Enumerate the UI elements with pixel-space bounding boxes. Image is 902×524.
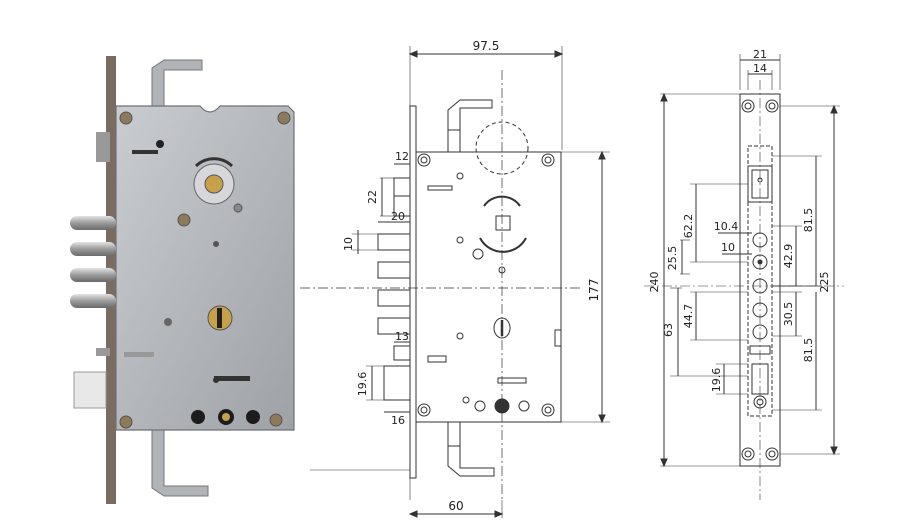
dim-16: 16 — [391, 414, 405, 427]
dim-13: 13 — [395, 330, 409, 343]
dim-240: 240 — [648, 272, 661, 293]
dim-20: 20 — [391, 210, 405, 223]
dim-81-5-top: 81.5 — [802, 208, 815, 233]
photo-slot — [214, 376, 250, 381]
photo-bolt — [70, 242, 116, 256]
dim-backset-60: 60 — [448, 499, 463, 513]
dim-30-5: 30.5 — [782, 302, 795, 327]
photo-dot — [156, 140, 164, 148]
dim-42-9: 42.9 — [782, 244, 795, 269]
dim-225: 225 — [818, 272, 831, 293]
photo-bolt — [70, 294, 116, 308]
photo-dot — [164, 318, 172, 326]
dim-21: 21 — [753, 48, 767, 61]
dim-19-6-side: 19.6 — [710, 368, 723, 393]
photo-screw — [119, 111, 133, 125]
photo-screw — [277, 111, 291, 125]
photo-hole-core — [222, 413, 230, 421]
dim-10-4: 10.4 — [714, 220, 739, 233]
dim-width-top: 97.5 — [473, 39, 500, 53]
photo-screw — [119, 415, 133, 429]
side-view-drawing: 21 14 62.2 10.4 10 25.5 44.7 63 1 — [644, 48, 844, 500]
dim-25-5: 25.5 — [666, 246, 679, 271]
photo-arc — [194, 157, 234, 168]
photo-slot — [132, 150, 158, 154]
dim-19-6: 19.6 — [356, 372, 369, 397]
dim-14: 14 — [753, 62, 767, 75]
lock-photo — [70, 56, 295, 504]
dim-height-177: 177 — [587, 279, 601, 302]
dim-10: 10 — [342, 237, 355, 251]
dim-62-2: 62.2 — [682, 214, 695, 239]
photo-latch — [73, 371, 107, 409]
photo-tab — [96, 348, 110, 356]
photo-bolt — [70, 268, 116, 282]
photo-screw — [269, 413, 283, 427]
photo-lower-slot — [217, 308, 222, 328]
photo-screw — [233, 203, 243, 213]
photo-dot — [213, 241, 219, 247]
dim-22: 22 — [366, 190, 379, 204]
photo-bolt — [70, 216, 116, 230]
dim-44-7: 44.7 — [682, 304, 695, 329]
photo-top-rod — [151, 59, 203, 107]
photo-bottom-rod — [151, 427, 209, 497]
photo-plate — [115, 105, 295, 431]
dim-12: 12 — [395, 150, 409, 163]
photo-dot — [213, 377, 219, 383]
photo-screw — [177, 213, 191, 227]
photo-tab — [96, 132, 110, 162]
dim-81-5-bottom: 81.5 — [802, 338, 815, 363]
dim-10-side: 10 — [721, 241, 735, 254]
front-faceplate — [409, 105, 417, 479]
front-case — [415, 151, 562, 423]
photo-hole — [191, 410, 205, 424]
photo-hole — [246, 410, 260, 424]
photo-slot — [124, 352, 154, 357]
front-view-drawing: 97.5 22 12 20 — [300, 39, 610, 518]
dim-63: 63 — [662, 323, 675, 337]
photo-cylinder-core — [204, 174, 224, 194]
